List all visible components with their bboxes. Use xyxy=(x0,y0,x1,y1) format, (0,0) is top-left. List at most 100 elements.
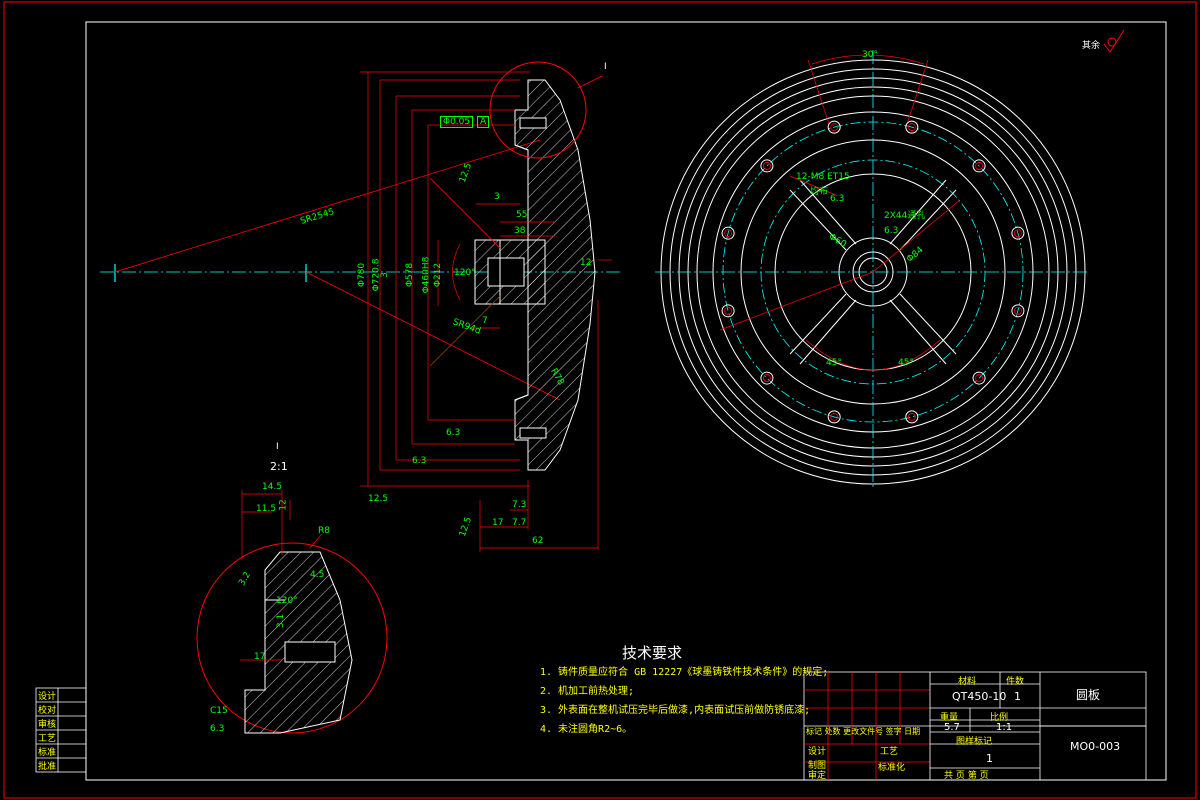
tech-item: 1. 铸件质量应符合 GB 12227《球墨铸铁件技术条件》的规定; xyxy=(540,667,829,678)
dim-tolerance: Φ0.05 xyxy=(440,116,474,128)
tech-title: 技术要求 xyxy=(622,644,683,662)
front-ra63: 6.3 xyxy=(830,194,845,204)
dim-d5: Φ460H8 xyxy=(421,256,432,294)
left-strip-label: 批准 xyxy=(38,762,57,772)
front-ra63b: 6.3 xyxy=(884,226,899,236)
tb-weight-hdr: 重量 xyxy=(940,713,959,723)
bolt-hole xyxy=(1011,304,1025,318)
left-strip-label: 设计 xyxy=(38,692,57,702)
dim-55: 55 xyxy=(516,210,528,220)
front-view xyxy=(655,50,1090,490)
dim-12: 12 xyxy=(580,258,592,268)
ra-63b: 6.3 xyxy=(412,456,427,466)
dim-17: 17 xyxy=(492,518,504,528)
tb-part-name: 圆板 xyxy=(1076,688,1101,702)
bolt-hole-inner xyxy=(763,374,771,382)
dim-62: 62 xyxy=(532,536,544,546)
detail-17: 17 xyxy=(254,652,266,662)
bolt-hole-inner xyxy=(1013,306,1022,315)
bolt-hole-inner xyxy=(724,229,733,238)
tb-design-row: 设计 xyxy=(808,747,827,757)
left-strip-label: 工艺 xyxy=(38,734,57,744)
bolt-holes xyxy=(721,120,1025,424)
bolt-hole-inner xyxy=(830,123,839,132)
bolt-hole xyxy=(760,159,774,173)
bolt-hole xyxy=(760,371,774,385)
bolt-hole-inner xyxy=(975,374,983,382)
tech-item: 4. 未注圆角R2~6。 xyxy=(540,724,633,735)
callout-label: I xyxy=(604,62,607,72)
tb-sheet-hdr: 图样标记 xyxy=(956,737,993,747)
tb-scale-hdr: 比例 xyxy=(990,713,1009,723)
tb-weight: 5.7 xyxy=(944,722,960,733)
bolt-hole xyxy=(905,120,919,134)
tb-sheet: 1 xyxy=(986,752,993,765)
front-holes-2: 均布 xyxy=(810,187,829,197)
detail-145: 14.5 xyxy=(262,482,283,492)
roughness-symbol xyxy=(1103,29,1125,53)
bolt-hole-inner xyxy=(975,162,983,170)
dim-datum: A xyxy=(477,116,490,128)
tech-list: 1. 铸件质量应符合 GB 12227《球墨铸铁件技术条件》的规定; 2. 机加工… xyxy=(540,663,829,739)
left-strip-label: 校对 xyxy=(38,706,57,716)
bolt-hole xyxy=(721,304,735,318)
tech-requirements: 技术要求 1. 铸件质量应符合 GB 12227《球墨铸铁件技术条件》的规定; 2… xyxy=(540,642,829,739)
left-strip-label: 审核 xyxy=(38,720,57,730)
roughness-note: 其余 xyxy=(1082,41,1101,51)
bolt-hole-inner xyxy=(724,306,733,315)
detail-45: 4.5 xyxy=(310,570,325,580)
tech-item: 3. 外表面在整机试压完毕后做漆,内表面试压前做防锈底漆; xyxy=(540,705,811,716)
front-45a: 45° xyxy=(826,358,842,368)
dim-38: 38 xyxy=(514,226,526,236)
detail-115: 11.5 xyxy=(256,504,277,514)
detail-31: 3.1 xyxy=(276,613,287,629)
tb-total: 共 页 第 页 xyxy=(944,771,989,781)
tb-qty-hdr: 件数 xyxy=(1006,677,1025,687)
bolt-hole xyxy=(1011,226,1025,240)
outer-border xyxy=(3,1,1197,799)
bolt-hole xyxy=(905,410,919,424)
inner-border xyxy=(85,21,1167,781)
detail-ra63: 6.3 xyxy=(210,724,225,734)
sr-line-1 xyxy=(114,139,541,273)
dim-7: 7 xyxy=(482,316,488,326)
dim-angle: 120° xyxy=(454,268,476,278)
ra-125: 12.5 xyxy=(368,494,389,504)
left-strip-label: 标准 xyxy=(38,748,57,758)
bolt-hole xyxy=(721,226,735,240)
tb-material-hdr: 材料 xyxy=(958,677,977,687)
bolt-hole-inner xyxy=(1013,229,1022,238)
tb-craft: 工艺 xyxy=(880,747,899,757)
tb-qty: 1 xyxy=(1014,690,1021,703)
ra-63a: 6.3 xyxy=(446,428,461,438)
dim-d3: 3 xyxy=(379,272,390,278)
bolt-hole-inner xyxy=(830,412,839,421)
tb-scale: 1:1 xyxy=(996,722,1013,733)
bolt-hole xyxy=(827,410,841,424)
bolt-hole xyxy=(972,371,986,385)
bolt-hole xyxy=(972,159,986,173)
front-holes: 12-M8 ET15 xyxy=(796,172,850,182)
detail-callout-leader xyxy=(577,75,603,89)
bolt-hole-inner xyxy=(907,123,916,132)
dim-d4: Φ578 xyxy=(405,262,416,288)
detail-scale: 2:1 xyxy=(270,460,288,473)
tech-item: 2. 机加工前热处理; xyxy=(540,686,635,697)
detail-r8: R8 xyxy=(318,526,330,536)
detail-12: 12 xyxy=(278,499,289,511)
dim-d1: Φ780 xyxy=(357,262,368,288)
dim-77: 7.7 xyxy=(512,518,527,528)
tb-std: 标准化 xyxy=(878,763,906,773)
tb-drawing-no: MO0-003 xyxy=(1070,740,1121,753)
section-body xyxy=(474,79,596,471)
tb-audit-row: 审定 xyxy=(808,771,827,781)
left-strip-table xyxy=(35,687,87,773)
bolt-hole-inner xyxy=(763,162,771,170)
bolt-hole xyxy=(827,120,841,134)
title-block xyxy=(803,671,1147,781)
tb-draw-row: 制图 xyxy=(808,761,827,771)
dim-d6: Φ212 xyxy=(433,262,444,288)
sr-line-2 xyxy=(305,271,561,401)
detail-c15: C15 xyxy=(210,706,228,716)
